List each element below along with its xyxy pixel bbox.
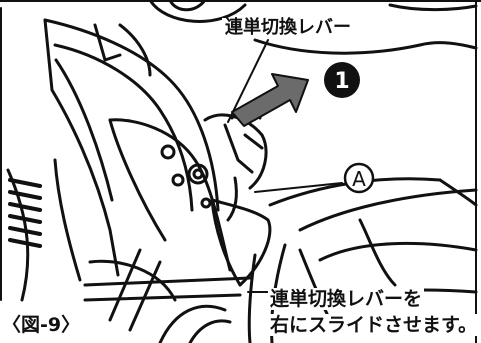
caption-line-1: 連単切換レバーを: [268, 288, 425, 310]
svg-text:1: 1: [334, 69, 349, 94]
figure-label: 〈図-9〉: [2, 314, 81, 336]
callout-a-icon: A: [343, 162, 375, 194]
caption-line-2: 右にスライドさせます。: [268, 314, 480, 336]
lever-label: 連単切換レバー: [222, 18, 354, 38]
right-arrow-icon: [231, 73, 309, 127]
svg-text:A: A: [352, 167, 366, 191]
step-number-icon: 1: [324, 62, 360, 98]
